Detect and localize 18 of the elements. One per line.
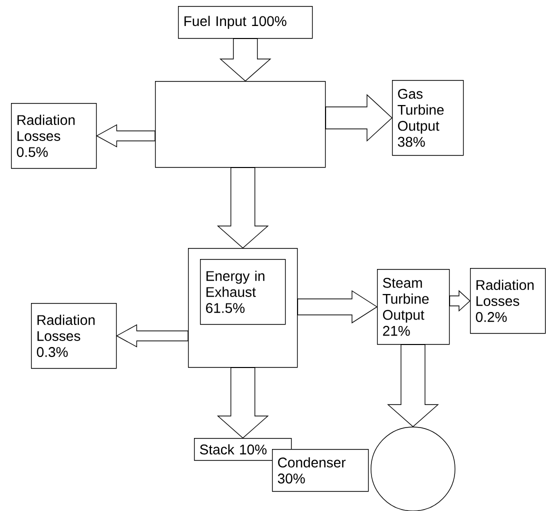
- text-box: Steam Turbine Output 21%: [377, 269, 450, 345]
- text-box: Fuel Input 100%: [178, 6, 313, 39]
- block-arrow: [297, 290, 378, 324]
- text-box: Radiation Losses 0.3%: [31, 303, 117, 369]
- text-box: Condenser 30%: [272, 448, 369, 492]
- block-arrow: [219, 38, 272, 82]
- text-box: Radiation Losses 0.2%: [470, 268, 546, 334]
- text-box: Radiation Losses 0.5%: [11, 103, 97, 169]
- block-arrow: [325, 94, 393, 142]
- empty-box: [155, 81, 326, 168]
- block-arrow: [387, 344, 439, 428]
- block-arrow: [116, 324, 188, 348]
- block-arrow: [96, 124, 156, 148]
- block-arrow: [216, 167, 269, 248]
- block-arrow: [216, 367, 269, 438]
- text-box: Energy in Exhaust 61.5%: [200, 259, 286, 325]
- text-box: Gas Turbine Output 38%: [392, 80, 464, 156]
- block-arrow: [449, 290, 471, 312]
